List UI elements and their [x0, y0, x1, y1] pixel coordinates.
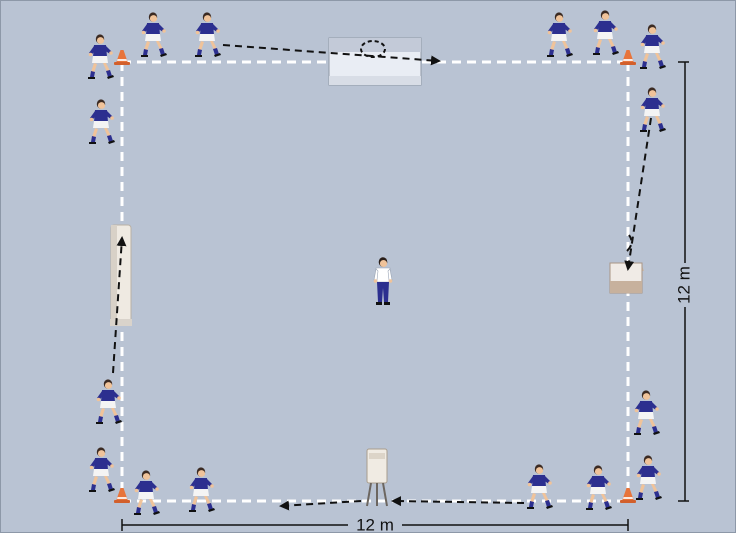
stand-dummy-icon [367, 449, 387, 506]
player-figure-icon [593, 10, 619, 55]
coach-figure-icon [374, 257, 393, 305]
player-figure-icon [89, 447, 115, 492]
width-label: 12 m [356, 515, 394, 533]
player-figure-icon [189, 467, 215, 512]
player-figure-icon [96, 379, 122, 424]
training-cone-icon [114, 50, 130, 65]
training-cone-icon [114, 488, 130, 503]
rebound-board-icon [329, 38, 421, 85]
player-figure-icon [640, 24, 666, 69]
block-icon [610, 263, 644, 293]
player-figure-icon [141, 12, 167, 57]
player-figure-icon [634, 390, 660, 435]
player-figure-icon [527, 464, 553, 509]
training-cone-icon [620, 50, 636, 65]
training-cone-icon [620, 488, 636, 503]
player-figure-icon [547, 12, 573, 57]
height-dimension: 12 m [674, 62, 693, 501]
width-dimension: 12 m [122, 515, 628, 533]
height-label: 12 m [674, 266, 693, 304]
player-figure-icon [195, 12, 221, 57]
player-figure-icon [586, 465, 612, 510]
player-figure-icon [640, 87, 666, 132]
player-figure-icon [636, 455, 662, 500]
player-figure-icon [89, 99, 115, 144]
player-figure-icon [134, 470, 160, 515]
players [88, 10, 666, 515]
player-figure-icon [88, 34, 114, 79]
